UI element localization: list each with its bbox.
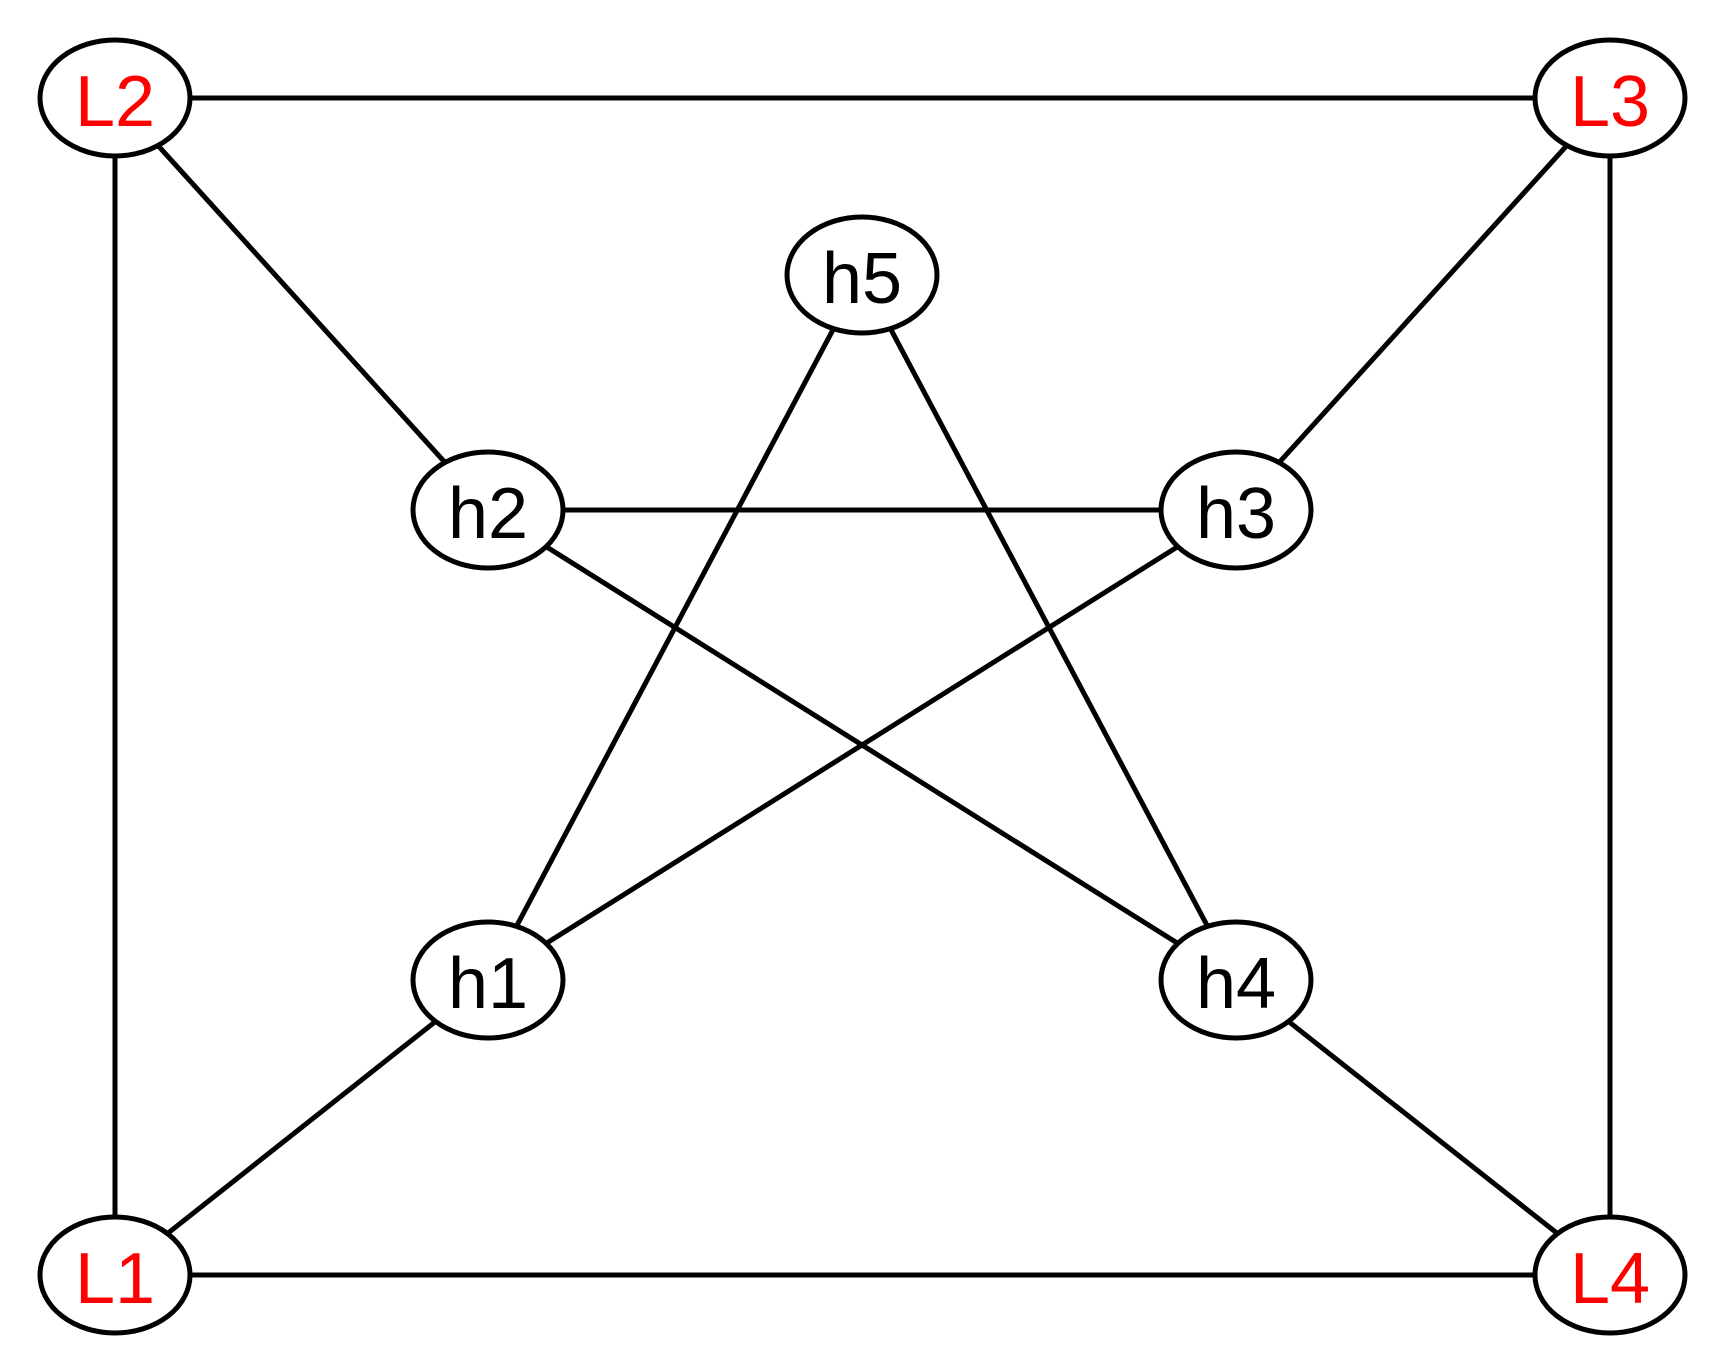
node-L4: L4 — [1532, 1214, 1688, 1336]
node-ellipse-h1 — [410, 919, 566, 1041]
node-h2: h2 — [410, 449, 566, 571]
node-ellipse-L3 — [1532, 37, 1688, 159]
edge-L2-h2 — [156, 143, 447, 465]
edge-h5-h1 — [514, 327, 836, 928]
node-h4: h4 — [1158, 919, 1314, 1041]
node-label-h5: h5 — [822, 239, 902, 319]
node-ellipse-h3 — [1158, 449, 1314, 571]
node-h3: h3 — [1158, 449, 1314, 571]
edges — [112, 95, 1613, 1278]
node-h5: h5 — [784, 214, 940, 336]
node-label-h2: h2 — [448, 474, 528, 554]
node-ellipse-h2 — [410, 449, 566, 571]
node-L1: L1 — [37, 1214, 193, 1336]
node-ellipse-L4 — [1532, 1214, 1688, 1336]
edge-L1-h1 — [165, 1019, 438, 1236]
node-L3: L3 — [1532, 37, 1688, 159]
edge-L4-h4 — [1286, 1019, 1560, 1236]
node-ellipse-h5 — [784, 214, 940, 336]
node-ellipse-L2 — [37, 37, 193, 159]
node-label-h1: h1 — [448, 944, 528, 1024]
node-ellipse-L1 — [37, 1214, 193, 1336]
node-label-L1: L1 — [75, 1239, 155, 1319]
edge-h5-h4 — [888, 327, 1210, 928]
node-ellipse-h4 — [1158, 919, 1314, 1041]
node-label-L3: L3 — [1570, 62, 1650, 142]
node-label-L2: L2 — [75, 62, 155, 142]
node-label-h3: h3 — [1196, 474, 1276, 554]
node-L2: L2 — [37, 37, 193, 159]
node-label-h4: h4 — [1196, 944, 1276, 1024]
node-label-L4: L4 — [1570, 1239, 1650, 1319]
edge-h3-h1 — [544, 544, 1180, 946]
edge-L3-h3 — [1277, 143, 1569, 465]
node-h1: h1 — [410, 919, 566, 1041]
